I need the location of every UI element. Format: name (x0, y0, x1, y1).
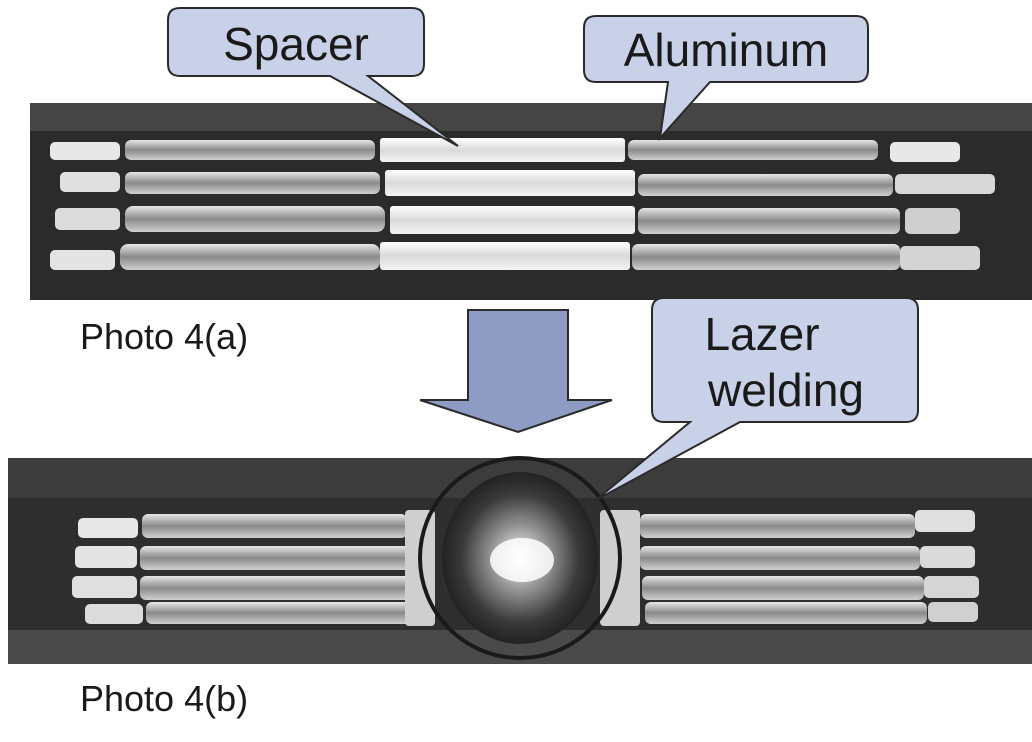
layer-left-edge (72, 576, 137, 598)
layer-right-edge (890, 142, 960, 162)
aluminum-layer (140, 576, 412, 600)
spacer-layer (385, 170, 635, 196)
down-arrow-icon (419, 309, 613, 434)
layer-left-edge (78, 518, 138, 538)
spacer-callout-bubble (167, 7, 459, 147)
photo-4b-label: Photo 4(b) (80, 678, 249, 719)
layer-right-edge (928, 602, 978, 622)
aluminum-layer (645, 602, 927, 624)
aluminum-layer (638, 208, 900, 234)
weld-marker-circle-icon (418, 456, 622, 660)
aluminum-layer (125, 140, 375, 160)
photo-4b (8, 456, 1032, 664)
photo-4a-background (30, 103, 1032, 300)
layer-left-edge (50, 250, 115, 270)
aluminum-callout-text: Aluminum (624, 24, 829, 76)
weld-core (490, 538, 554, 582)
layer-right-edge (915, 510, 975, 532)
aluminum-layer (640, 546, 920, 570)
aluminum-layer (146, 602, 414, 624)
aluminum-layer (125, 172, 380, 194)
aluminum-layer (120, 244, 380, 270)
laser-welding-callout: Lazer welding (595, 297, 919, 501)
aluminum-callout-bubble (583, 15, 869, 142)
photo-4a-layers (50, 138, 995, 270)
layer-right-edge (900, 246, 980, 270)
photo-4a-top-band (30, 103, 1032, 131)
laser-welding-callout-bubble (595, 297, 919, 501)
spacer-callout-text: Spacer (223, 18, 369, 70)
spacer-layer (380, 138, 625, 162)
layer-left-edge (55, 208, 120, 230)
aluminum-layer (640, 514, 915, 538)
laser-welding-callout-line2: welding (707, 364, 864, 416)
aluminum-callout: Aluminum (583, 15, 869, 142)
aluminum-layer (642, 576, 924, 600)
aluminum-layer (632, 244, 900, 270)
aluminum-layer (142, 514, 407, 538)
aluminum-layer (140, 546, 410, 570)
layer-left-edge (75, 546, 137, 568)
spacer-callout: Spacer (167, 7, 459, 147)
aluminum-layer (638, 174, 893, 196)
photo-4a (30, 103, 1032, 300)
photo-4a-label: Photo 4(a) (80, 316, 249, 357)
layer-left-edge (60, 172, 120, 192)
layer-left-edge (50, 142, 120, 160)
laser-welding-callout-line1: Lazer (704, 308, 819, 360)
photo-4b-layers (72, 510, 979, 626)
aluminum-layer (125, 206, 385, 232)
spacer-layer (390, 206, 635, 234)
layer-left-edge (85, 604, 143, 624)
layer-right-edge (895, 174, 995, 194)
aluminum-layer (628, 140, 878, 160)
layer-right-edge (924, 576, 979, 598)
layer-right-edge (920, 546, 975, 568)
spacer-layer (380, 242, 630, 270)
layer-right-edge (905, 208, 960, 234)
